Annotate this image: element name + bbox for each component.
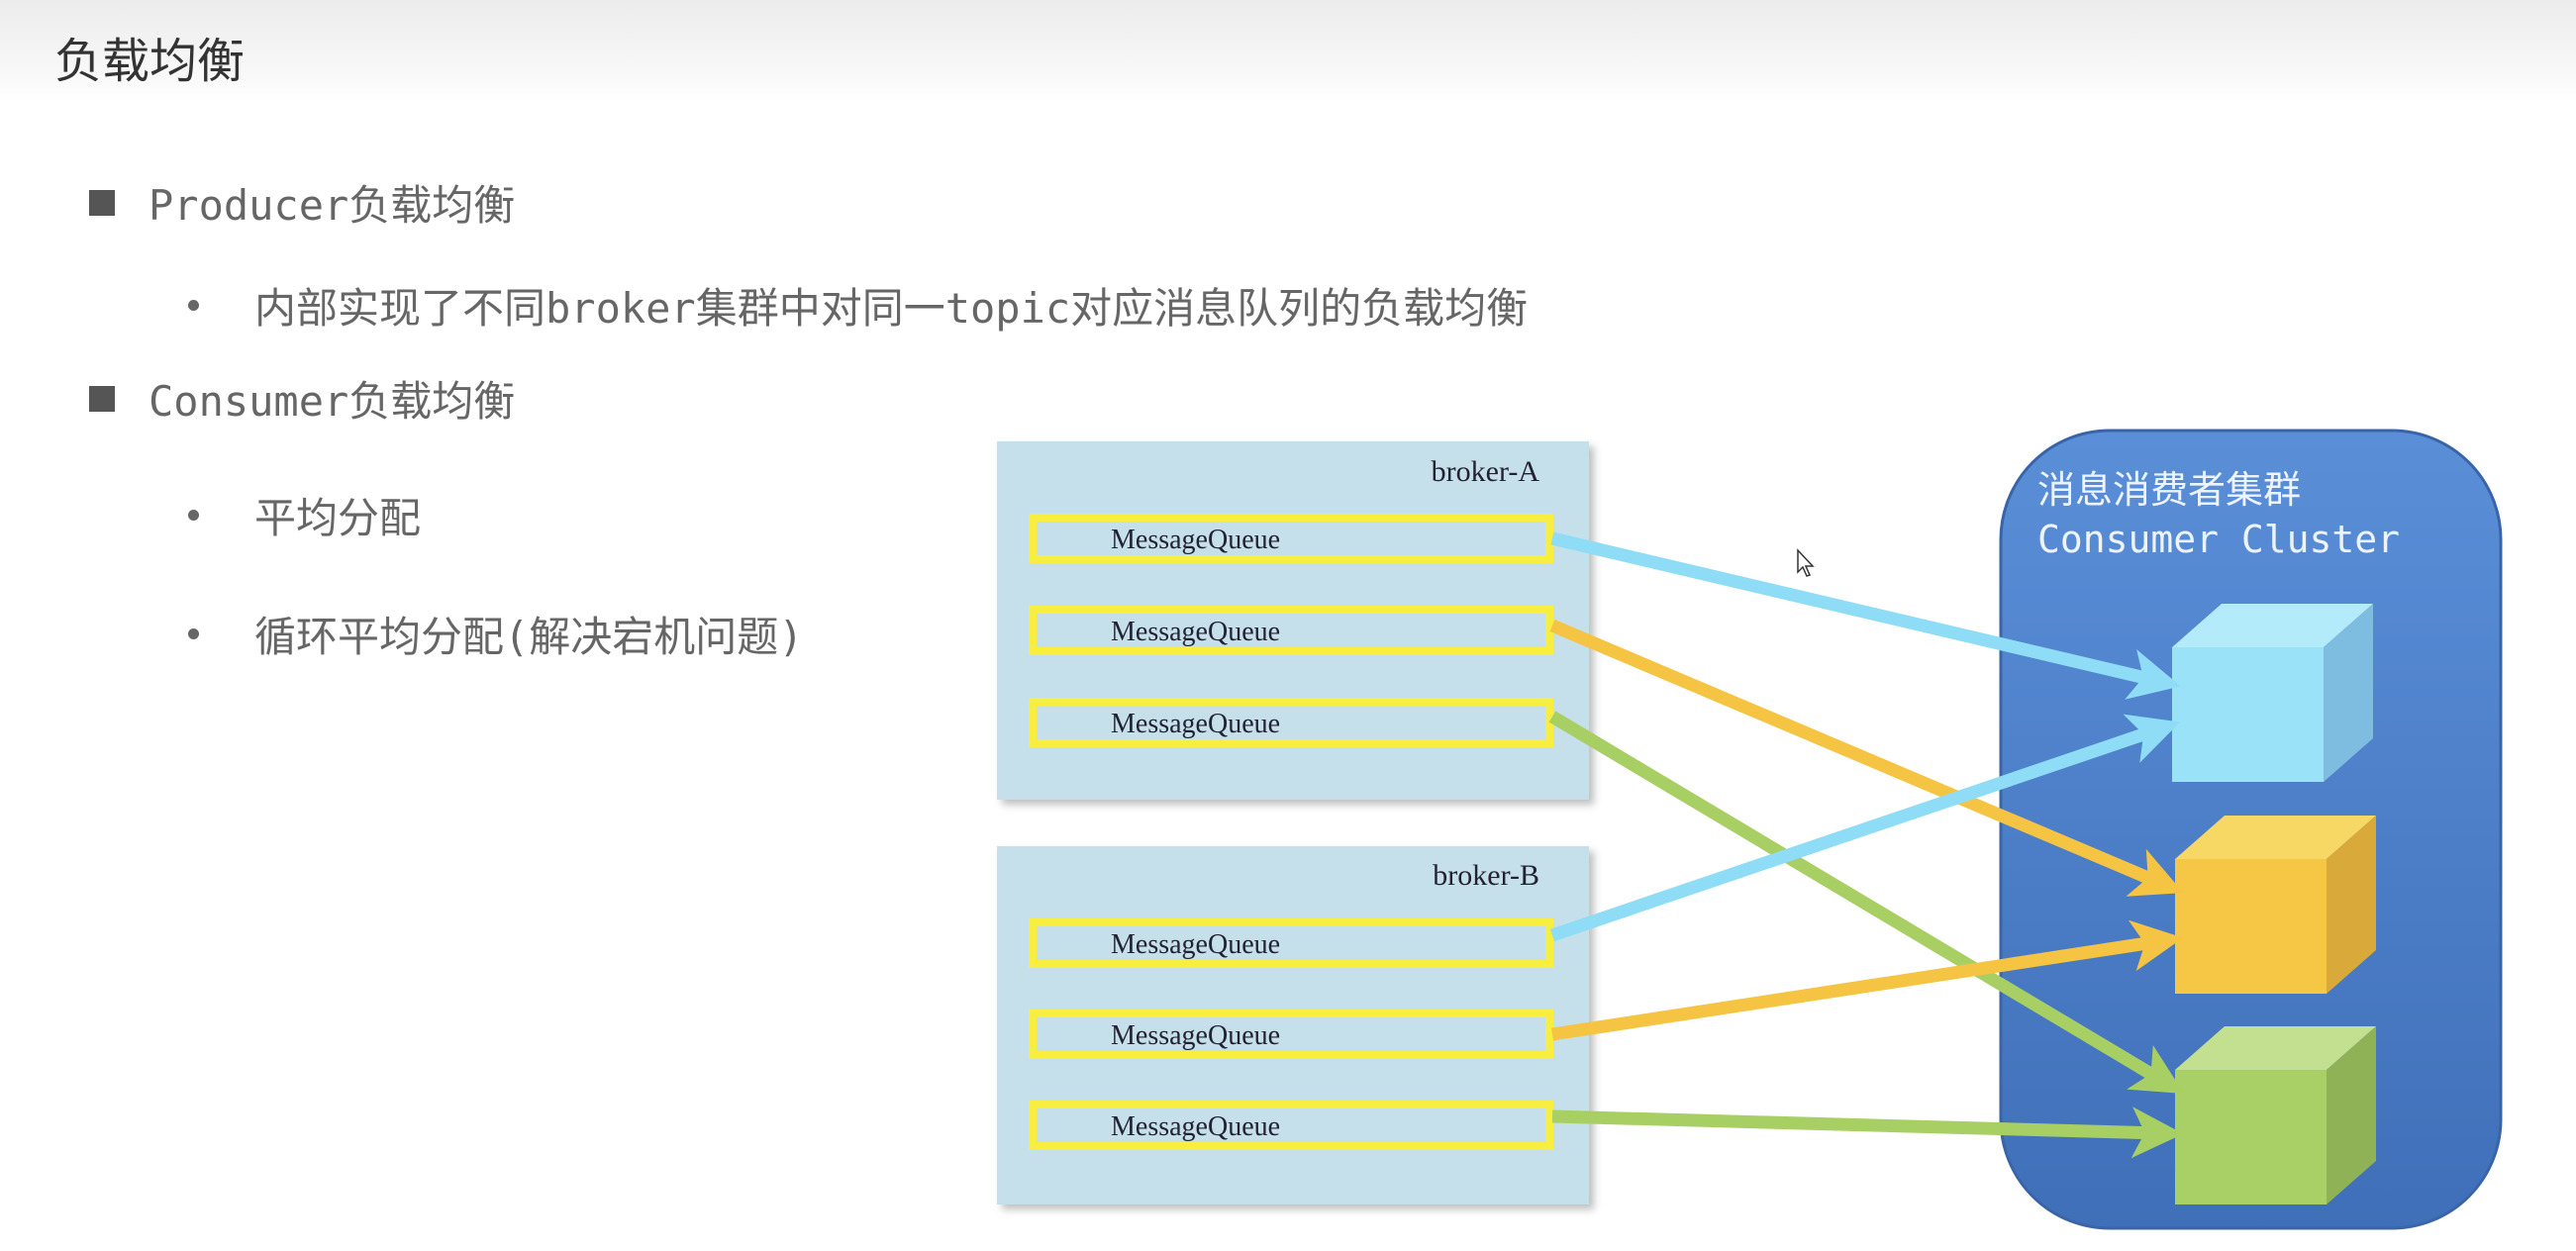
- message-queue: MessageQueue: [1029, 1101, 1553, 1150]
- cluster-title-en: Consumer Cluster: [2037, 518, 2400, 561]
- consumer-cube-blue: [2172, 604, 2373, 782]
- consumer-cube-yellow: [2175, 816, 2376, 994]
- cluster-title-cn: 消息消费者集群: [2037, 468, 2301, 512]
- bullet-consumer: Consumer负载均衡: [89, 368, 515, 429]
- arrow-a2-to-yellow: [1549, 620, 2184, 897]
- message-queue: MessageQueue: [1029, 698, 1553, 747]
- square-bullet-icon: [89, 385, 115, 412]
- dot-bullet-icon: [188, 628, 199, 639]
- arrow-b2-to-yellow: [1551, 919, 2184, 1041]
- mouse-cursor-icon: [1797, 548, 1815, 577]
- svg-text:MessageQueue: MessageQueue: [1111, 1111, 1280, 1142]
- svg-text:MessageQueue: MessageQueue: [1111, 929, 1280, 960]
- consumer-cluster: 消息消费者集群 Consumer Cluster: [1999, 429, 2503, 1230]
- sub-bullet: 平均分配: [188, 485, 421, 545]
- broker-a-label: broker-A: [1432, 455, 1540, 488]
- square-bullet-icon: [89, 189, 115, 216]
- arrow-a3-to-green: [1548, 711, 2185, 1094]
- dot-bullet-icon: [188, 510, 199, 521]
- broker-a: broker-A MessageQueue MessageQueue Messa…: [997, 441, 1589, 800]
- svg-text:MessageQueue: MessageQueue: [1111, 525, 1280, 555]
- dot-bullet-icon: [188, 300, 199, 311]
- svg-text:MessageQueue: MessageQueue: [1111, 1020, 1280, 1051]
- consumer-cube-green: [2175, 1026, 2376, 1204]
- svg-text:MessageQueue: MessageQueue: [1111, 709, 1280, 739]
- arrow-b1-to-blue: [1549, 714, 2181, 942]
- message-queue: MessageQueue: [1029, 606, 1553, 655]
- message-queue: MessageQueue: [1029, 1010, 1553, 1059]
- sub-bullet: 循环平均分配(解决宕机问题): [188, 604, 804, 664]
- broker-b: broker-B MessageQueue MessageQueue Messa…: [997, 846, 1589, 1204]
- arrow-b3-to-green: [1551, 1107, 2184, 1159]
- broker-b-label: broker-B: [1433, 859, 1539, 892]
- message-queue: MessageQueue: [1029, 514, 1553, 563]
- slide-title: 负载均衡: [54, 34, 246, 89]
- svg-text:MessageQueue: MessageQueue: [1111, 617, 1280, 647]
- message-queue: MessageQueue: [1029, 918, 1553, 968]
- arrow-a1-to-blue: [1550, 531, 2181, 700]
- slide-header: [0, 0, 2576, 104]
- arrows: [1548, 531, 2185, 1159]
- sub-bullet: 内部实现了不同broker集群中对同一topic对应消息队列的负载均衡: [188, 275, 1528, 336]
- bullet-producer: Producer负载均衡: [89, 172, 515, 233]
